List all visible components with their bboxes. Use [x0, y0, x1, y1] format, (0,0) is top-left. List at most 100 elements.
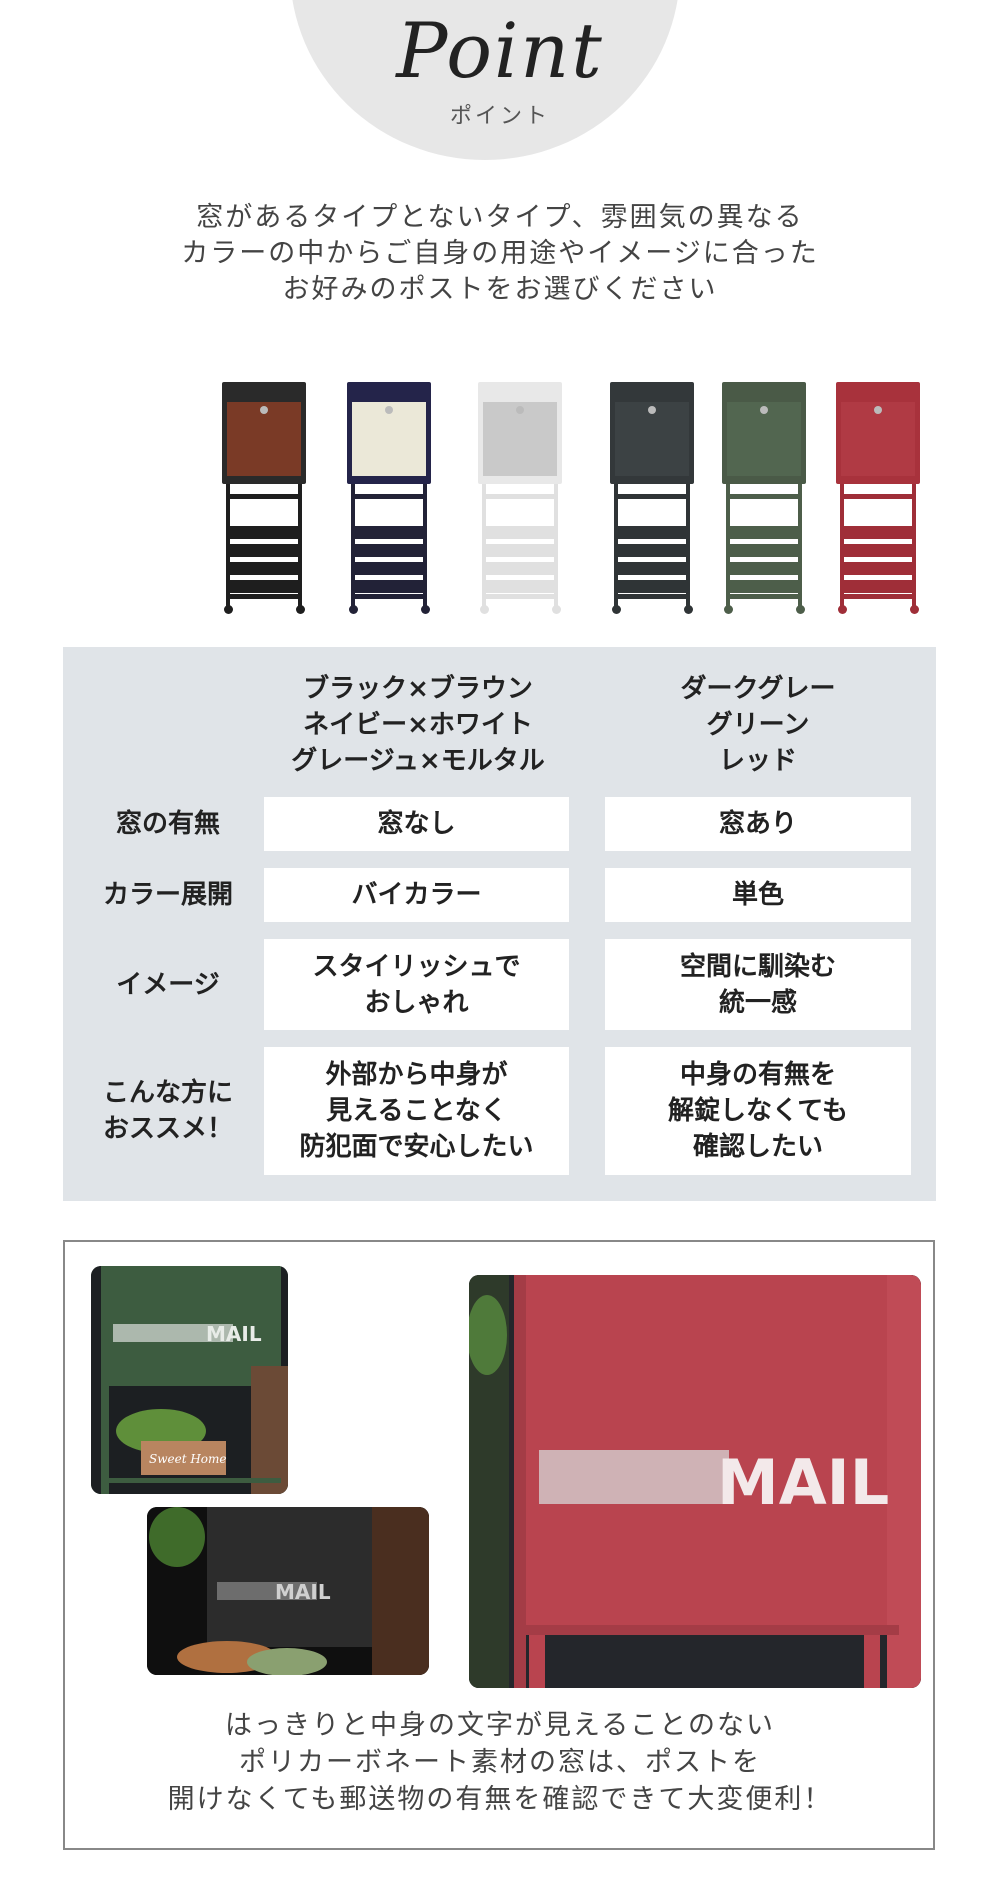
stand-slat: [230, 544, 298, 557]
stand-slat: [844, 494, 912, 499]
stand-leg: [614, 484, 618, 608]
post-stand: [610, 484, 694, 614]
product-post-4: [610, 382, 694, 614]
photo-red-post-illustration: MAIL: [469, 1275, 921, 1688]
window-feature-frame: [63, 1240, 935, 1850]
stand-foot: [552, 605, 561, 614]
cell-window: 窓あり: [605, 797, 911, 851]
stand-slat: [730, 544, 798, 557]
stand-foot: [612, 605, 621, 614]
stand-slat: [355, 594, 423, 599]
post-door: [841, 402, 915, 476]
stand-slat: [618, 494, 686, 499]
post-door: [227, 402, 301, 476]
stand-foot: [349, 605, 358, 614]
stand-slat: [730, 494, 798, 499]
comparison-table: ブラック×ブラウン ネイビー×ホワイト グレージュ×モルタル ダークグレー グリ…: [63, 647, 936, 1201]
stand-slat: [618, 594, 686, 599]
stand-slat: [730, 580, 798, 593]
post-door: [727, 402, 801, 476]
post-box: [347, 382, 431, 484]
post-box: [836, 382, 920, 484]
stand-slat: [355, 494, 423, 499]
window-feature-caption: はっきりと中身の文字が見えることのない ポリカーボネート素材の窓は、ポストを 開…: [0, 1707, 1000, 1818]
mail-label-red: MAIL: [717, 1446, 889, 1519]
row-label-recommend: こんな方に おススメ！: [102, 1078, 233, 1144]
stand-foot: [796, 605, 805, 614]
stand-leg: [798, 484, 802, 608]
caption-line: 開けなくても郵送物の有無を確認できて大変便利！: [167, 1784, 833, 1815]
stand-slat: [844, 526, 912, 539]
stand-leg: [351, 484, 355, 608]
photo-red-post: MAIL: [469, 1275, 921, 1688]
stand-slat: [486, 594, 554, 599]
stand-leg: [554, 484, 558, 608]
stand-leg: [912, 484, 916, 608]
stand-leg: [726, 484, 730, 608]
post-stand: [836, 484, 920, 614]
point-kana-title: ポイント: [449, 104, 550, 129]
stand-slat: [618, 580, 686, 593]
intro-line: お好みのポストをお選びください: [282, 274, 718, 305]
lock-icon: [648, 406, 656, 414]
lock-icon: [760, 406, 768, 414]
stand-leg: [298, 484, 302, 608]
post-box: [722, 382, 806, 484]
stand-leg: [226, 484, 230, 608]
caption-line: ポリカーボネート素材の窓は、ポストを: [239, 1747, 761, 1778]
post-stand: [478, 484, 562, 614]
stand-slat: [486, 494, 554, 499]
row-label-color: カラー展開: [102, 880, 233, 910]
post-stand: [722, 484, 806, 614]
post-box: [610, 382, 694, 484]
stand-slat: [618, 544, 686, 557]
stand-foot: [724, 605, 733, 614]
post-door: [352, 402, 426, 476]
stand-slat: [230, 594, 298, 599]
stand-slat: [230, 494, 298, 499]
box-label: Sweet Home: [149, 1452, 227, 1466]
stand-leg: [423, 484, 427, 608]
stand-slat: [618, 562, 686, 575]
stand-leg: [840, 484, 844, 608]
stand-slat: [230, 526, 298, 539]
stand-slat: [355, 544, 423, 557]
stand-slat: [844, 544, 912, 557]
cell-single-color: 単色: [605, 868, 911, 922]
stand-foot: [910, 605, 919, 614]
post-stand: [347, 484, 431, 614]
post-box: [222, 382, 306, 484]
stand-slat: [618, 526, 686, 539]
lock-icon: [874, 406, 882, 414]
cell-check-contents: 中身の有無を 解錠しなくても 確認したい: [605, 1047, 911, 1175]
stand-slat: [844, 594, 912, 599]
stand-slat: [355, 526, 423, 539]
product-post-3: [478, 382, 562, 614]
lock-icon: [516, 406, 524, 414]
post-stand: [222, 484, 306, 614]
stand-foot: [838, 605, 847, 614]
cell-bicolor: バイカラー: [264, 868, 569, 922]
intro-text: 窓があるタイプとないタイプ、雰囲気の異なる カラーの中からご自身の用途やイメージ…: [0, 200, 1000, 308]
lock-icon: [385, 406, 393, 414]
product-post-1: [222, 382, 306, 614]
photo-black-post: MAIL: [147, 1507, 429, 1675]
caption-line: はっきりと中身の文字が見えることのない: [225, 1710, 775, 1741]
cell-unified: 空間に馴染む 統一感: [605, 939, 911, 1030]
cell-stylish: スタイリッシュで おしゃれ: [264, 939, 569, 1030]
stand-slat: [486, 562, 554, 575]
mail-label-green: MAIL: [206, 1322, 262, 1346]
stand-foot: [224, 605, 233, 614]
stand-slat: [355, 562, 423, 575]
cell-no-window: 窓なし: [264, 797, 569, 851]
photo-black-post-illustration: MAIL: [147, 1507, 429, 1675]
stand-slat: [730, 594, 798, 599]
stand-slat: [486, 526, 554, 539]
stand-foot: [421, 605, 430, 614]
intro-line: 窓があるタイプとないタイプ、雰囲気の異なる: [196, 202, 804, 233]
post-door: [483, 402, 557, 476]
column-header-no-window: ブラック×ブラウン ネイビー×ホワイト グレージュ×モルタル: [291, 674, 545, 776]
mail-label-black: MAIL: [275, 1580, 331, 1604]
stand-slat: [844, 562, 912, 575]
intro-line: カラーの中からご自身の用途やイメージに合った: [181, 238, 819, 269]
